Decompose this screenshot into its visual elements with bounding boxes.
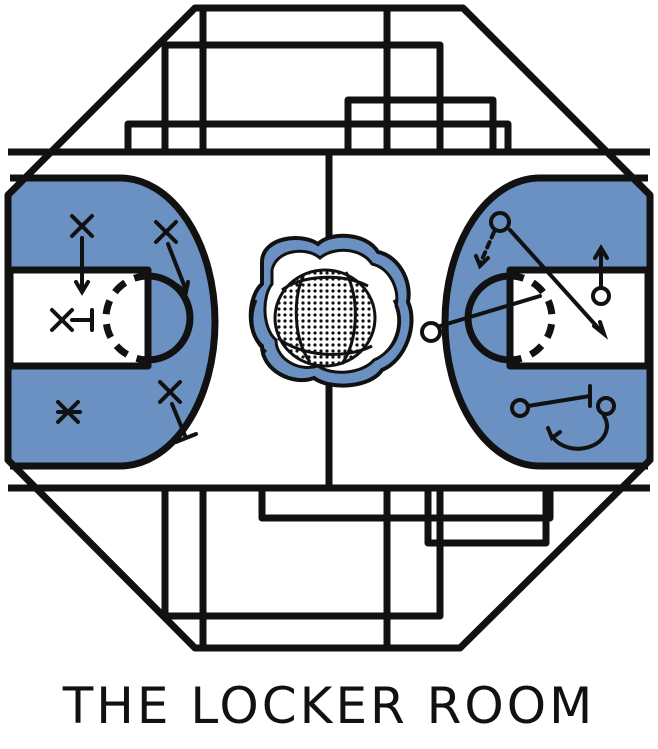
brand-title: THE LOCKER ROOM bbox=[62, 677, 596, 735]
basketball-icon bbox=[248, 233, 414, 388]
court-lines bbox=[4, 4, 654, 652]
play-diagram-icon bbox=[50, 211, 616, 451]
locker-room-logo bbox=[4, 4, 654, 652]
